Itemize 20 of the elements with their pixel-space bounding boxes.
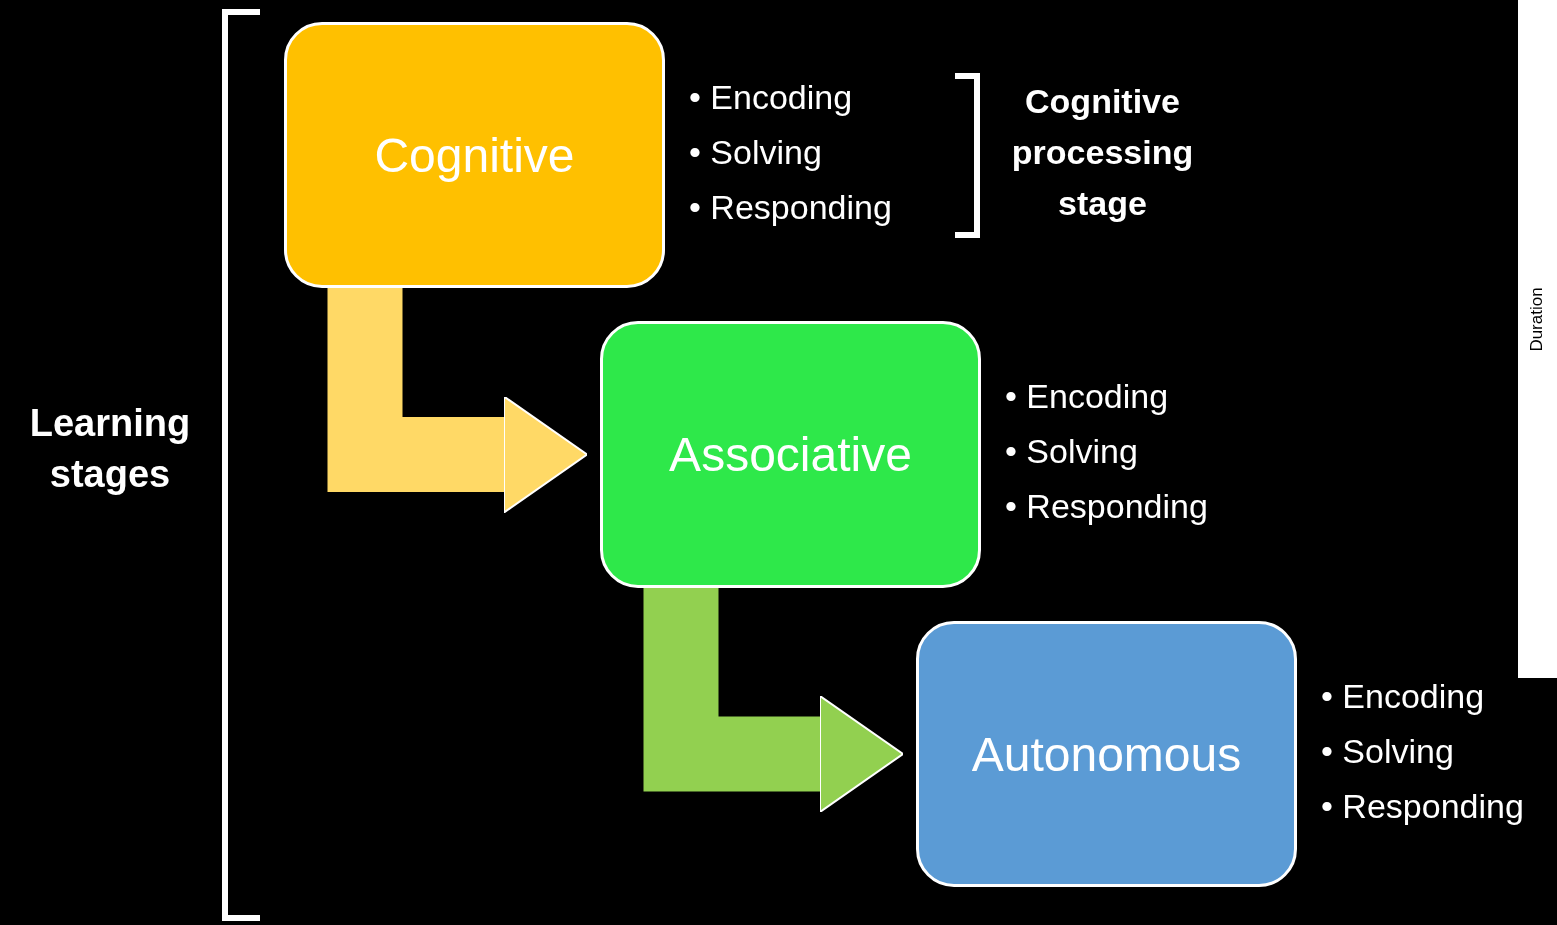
bent-arrow (327, 288, 588, 514)
stage-box (284, 22, 665, 288)
stage-box (916, 621, 1297, 887)
bullet-item: • Solving (689, 132, 823, 173)
stage-box (600, 321, 981, 588)
axis-label: Duration (1526, 286, 1548, 352)
bullet-item: • Encoding (1005, 376, 1170, 417)
bullet-item: • Solving (1005, 431, 1139, 472)
bullet-item: • Encoding (1321, 676, 1486, 717)
bullet-item: • Responding (1005, 486, 1208, 527)
heading-label: Learning stages (28, 401, 192, 498)
bullet-item: • Responding (1321, 786, 1524, 827)
bullet-item: • Responding (689, 187, 892, 228)
bullet-item: • Solving (1321, 731, 1455, 772)
stage-label: Cognitive (374, 127, 575, 183)
bent-arrow (643, 588, 904, 813)
stage-label: Autonomous (971, 726, 1242, 782)
stage-label: Associative (669, 427, 912, 482)
heading-label: Cognitive processing stage (1010, 81, 1195, 224)
bullet-item: • Encoding (689, 77, 854, 118)
